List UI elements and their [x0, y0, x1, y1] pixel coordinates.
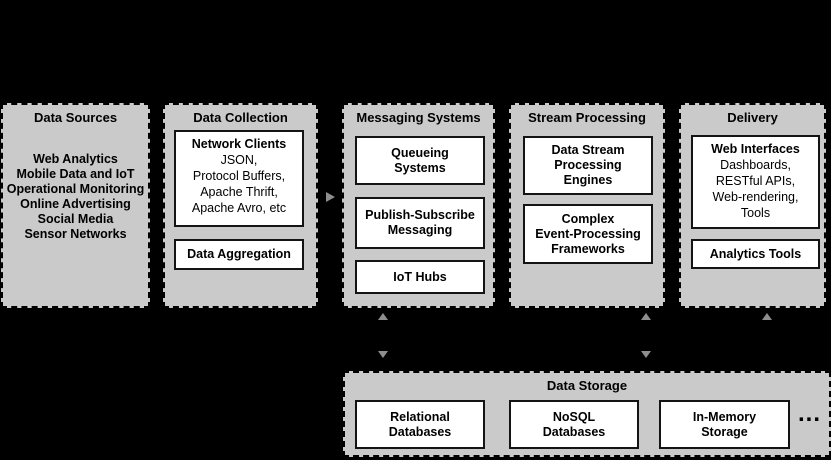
stage-data-storage: Data Storage Relational Databases NoSQL …: [343, 371, 831, 457]
item-queueing-systems: Queueing Systems: [355, 136, 485, 185]
stage-delivery: Delivery Web Interfaces Dashboards, REST…: [679, 103, 826, 308]
item-heading: NoSQL Databases: [542, 409, 606, 439]
item-complex-event-processing-frameworks: Complex Event-Processing Frameworks: [523, 204, 653, 264]
item-analytics-tools: Analytics Tools: [691, 239, 820, 269]
stage-data-collection: Data Collection Network Clients JSON, Pr…: [163, 103, 318, 308]
messaging-to-storage-down-arrow-icon: [378, 351, 388, 358]
stage-stream-processing: Stream Processing Data Stream Processing…: [509, 103, 665, 308]
stage-title: Delivery: [727, 110, 778, 125]
item-heading: Data Aggregation: [187, 247, 291, 261]
stage-messaging-systems: Messaging Systems Queueing Systems Publi…: [342, 103, 495, 308]
storage-to-messaging-up-arrow-icon: [378, 313, 388, 320]
item-iot-hubs: IoT Hubs: [355, 260, 485, 294]
stage-title: Data Collection: [193, 110, 288, 125]
item-heading: Complex Event-Processing Frameworks: [535, 211, 641, 256]
data-sources-list: Web Analytics Mobile Data and IoT Operat…: [6, 152, 145, 241]
stage-title: Data Sources: [33, 110, 118, 125]
item-heading: Web Interfaces: [711, 142, 800, 156]
stage-title: Messaging Systems: [356, 110, 481, 125]
more-storage-ellipsis: ...: [798, 400, 822, 427]
item-heading: Publish-Subscribe Messaging: [365, 208, 475, 237]
item-detail: JSON, Protocol Buffers, Apache Thrift, A…: [191, 153, 287, 215]
item-nosql-databases: NoSQL Databases: [509, 400, 639, 449]
item-publish-subscribe-messaging: Publish-Subscribe Messaging: [355, 197, 485, 249]
item-web-interfaces: Web Interfaces Dashboards, RESTful APIs,…: [691, 135, 820, 229]
item-data-stream-processing-engines: Data Stream Processing Engines: [523, 136, 653, 195]
collection-to-messaging-arrow-icon: [326, 192, 335, 202]
stream-to-storage-down-arrow-icon: [641, 351, 651, 358]
storage-to-delivery-up-arrow-icon: [762, 313, 772, 320]
item-heading: Network Clients: [191, 137, 287, 151]
item-relational-databases: Relational Databases: [355, 400, 485, 449]
stage-data-sources: Data Sources Web Analytics Mobile Data a…: [1, 103, 150, 308]
item-heading: In-Memory Storage: [692, 409, 757, 439]
stage-title: Data Storage: [546, 378, 628, 393]
storage-to-stream-up-arrow-icon: [641, 313, 651, 320]
item-detail: Dashboards, RESTful APIs, Web-rendering,…: [712, 158, 799, 220]
item-heading: Queueing Systems: [391, 145, 449, 175]
item-data-aggregation: Data Aggregation: [174, 239, 304, 270]
item-in-memory-storage: In-Memory Storage: [659, 400, 790, 449]
item-network-clients: Network Clients JSON, Protocol Buffers, …: [174, 130, 304, 227]
stage-title: Stream Processing: [528, 110, 646, 125]
item-heading: Data Stream Processing Engines: [551, 143, 625, 187]
item-heading: IoT Hubs: [393, 269, 447, 284]
item-heading: Relational Databases: [388, 409, 452, 439]
item-heading: Analytics Tools: [709, 246, 802, 261]
